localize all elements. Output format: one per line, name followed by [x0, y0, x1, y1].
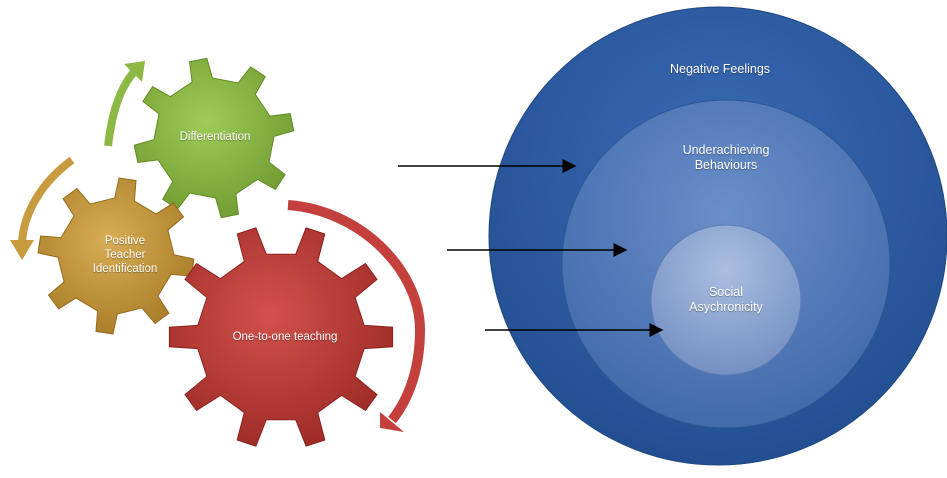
gold-cycle-arrow	[18, 156, 75, 243]
positive-teacher-identification-label: Positive Teacher Identification	[92, 235, 158, 275]
one-to-one-teaching-gear	[168, 227, 394, 447]
one-to-one-teaching-label: One-to-one teaching	[232, 331, 338, 343]
differentiation-gear	[133, 57, 295, 219]
social-asychronicity-circle	[650, 224, 802, 376]
underachieving-behaviours-label: Underachieving Behaviours	[682, 143, 770, 172]
green-cycle-arrow	[104, 69, 138, 147]
social-asychronicity-label: Social Asychronicity	[689, 285, 763, 314]
gear-gold-shape	[37, 177, 195, 335]
gold-cycle-arrowhead	[10, 240, 34, 260]
red-cycle-arrowhead	[380, 412, 404, 432]
red-cycle-arrow	[287, 200, 426, 424]
green-cycle-arrowhead	[124, 61, 145, 82]
differentiation-label: Differentiation	[179, 131, 251, 143]
positive-teacher-identification-gear	[37, 177, 195, 335]
negative-feelings-label: Negative Feelings	[669, 62, 771, 76]
gear-green-shape	[133, 57, 295, 219]
gear-red-shape	[168, 227, 394, 447]
